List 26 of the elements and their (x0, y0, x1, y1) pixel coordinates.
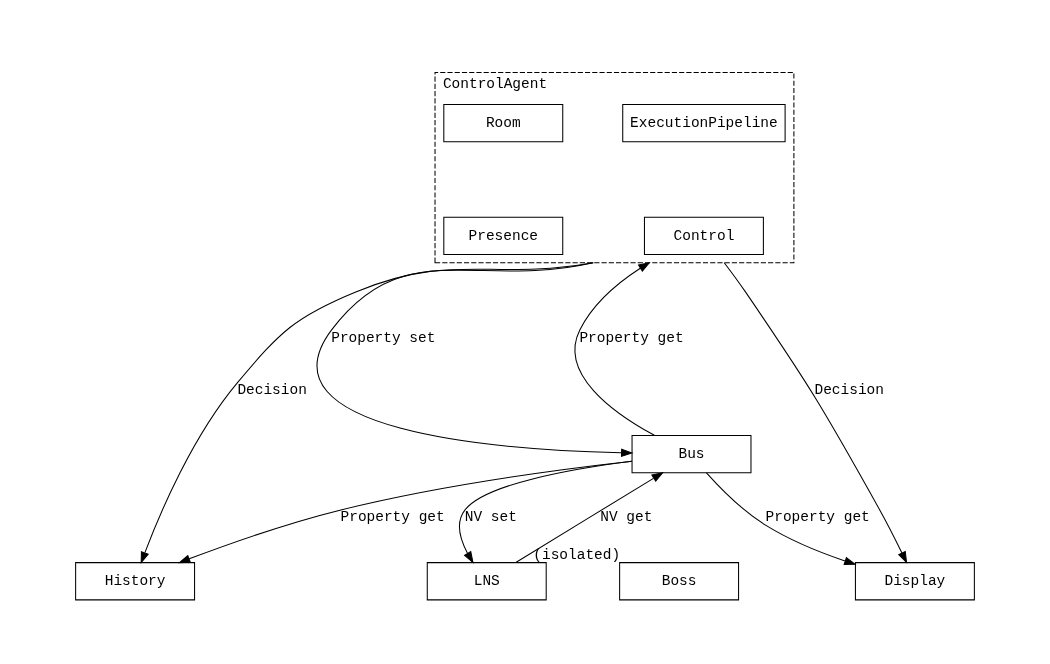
arrow (515, 471, 664, 563)
edge-label: NV get (600, 509, 653, 526)
node-box: Bus (631, 434, 752, 474)
node-box: LNS (426, 562, 547, 601)
edge-label: NV set (464, 509, 517, 526)
edge-label: Property set (331, 329, 436, 346)
arrow (574, 261, 655, 436)
node-box: History (75, 562, 196, 601)
node-box: Boss (619, 562, 740, 601)
node-label: (isolated) (533, 546, 621, 563)
arrow (317, 262, 634, 458)
edge-label: Property get (765, 509, 870, 526)
arrow (177, 460, 633, 564)
edge-label: Property get (340, 509, 445, 526)
node-box: Presence (443, 216, 564, 255)
edge-label: Property get (579, 329, 684, 346)
arrow (705, 472, 857, 566)
node-box: Room (443, 103, 564, 143)
node-box: Control (643, 216, 764, 255)
edge-label: Decision (814, 382, 884, 399)
edge-label: Decision (237, 382, 307, 399)
arrow (723, 262, 908, 564)
arrow (140, 262, 594, 565)
node-box: Display (854, 562, 975, 601)
node-box: ExecutionPipeline (622, 103, 786, 143)
arrow (459, 460, 633, 564)
